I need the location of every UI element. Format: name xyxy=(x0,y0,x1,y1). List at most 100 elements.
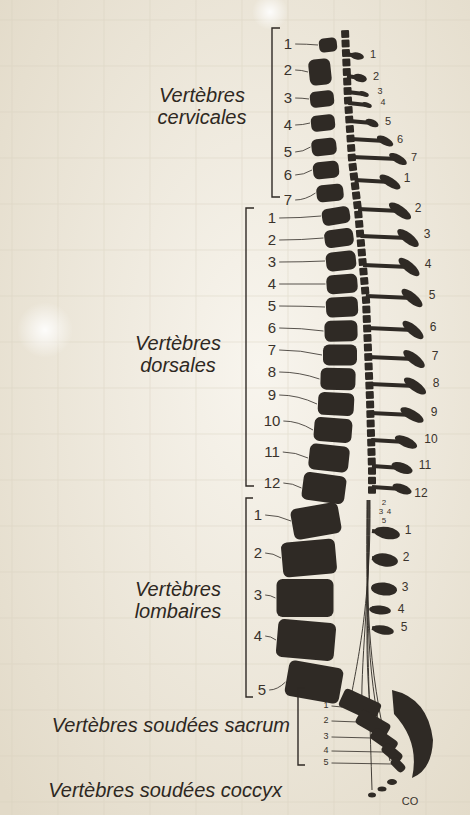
leader-line xyxy=(332,737,372,738)
vertebral-body xyxy=(325,296,358,318)
leader-line xyxy=(279,306,325,307)
vertebra-number: 5 xyxy=(258,682,266,699)
bracket xyxy=(298,688,305,765)
vertebral-body xyxy=(312,160,340,180)
leader-line xyxy=(295,44,318,45)
leader-line xyxy=(279,372,319,379)
vertebra-number: 2 xyxy=(284,62,292,79)
grid-line xyxy=(0,572,470,573)
vertebra-number: 6 xyxy=(268,320,276,337)
leader-line xyxy=(332,706,342,707)
grid-line xyxy=(0,388,470,389)
region-label: Vertèbres lombaires xyxy=(118,578,238,622)
nerve-number: 3 xyxy=(377,87,382,97)
nerve-number: 7 xyxy=(411,151,417,163)
leader-line xyxy=(265,553,281,558)
sacral-vertebra xyxy=(389,756,407,774)
grid-line xyxy=(0,20,470,21)
nerve-number: 5 xyxy=(429,289,436,302)
cord-segment xyxy=(366,391,374,399)
vertebra-number: 10 xyxy=(264,413,281,430)
vertebral-body xyxy=(290,502,343,541)
nerve-number: 8 xyxy=(433,377,440,390)
nerve-number: 2 xyxy=(373,70,379,82)
grid-line xyxy=(0,434,470,435)
nerve-number: 4 xyxy=(398,603,405,616)
vertebra-number: 5 xyxy=(323,758,328,768)
region-label: Vertèbres soudées sacrum xyxy=(52,714,290,736)
vertebral-body xyxy=(316,183,345,203)
nerve-number: 11 xyxy=(419,459,431,472)
cord-segment xyxy=(367,420,375,428)
region-label: Vertèbres cervicales xyxy=(142,84,262,128)
leader-line xyxy=(269,682,285,690)
spinous-process xyxy=(396,255,422,279)
vertebra-number: 12 xyxy=(264,475,281,492)
nerve-number: 4 xyxy=(425,258,432,271)
cord-segment xyxy=(363,315,371,323)
spinous-processes xyxy=(346,51,428,636)
vertebral-body xyxy=(317,392,354,417)
leader-line xyxy=(295,123,310,125)
vertebral-body xyxy=(321,205,351,226)
cord-segment xyxy=(359,267,368,275)
vertebra-number: 3 xyxy=(323,732,328,742)
leader-line xyxy=(295,70,308,72)
leader-line xyxy=(279,216,321,218)
cord-segment xyxy=(341,40,349,48)
leader-line xyxy=(279,261,325,262)
grid-line xyxy=(380,0,381,815)
leader-line xyxy=(283,452,308,458)
cord-segment xyxy=(366,401,374,409)
leader-line xyxy=(279,238,323,240)
leader-line xyxy=(332,751,383,752)
bracket xyxy=(272,28,280,197)
vertebra-number: 7 xyxy=(268,342,276,359)
cord-segment xyxy=(365,363,373,371)
nerve-number: 4 xyxy=(380,98,385,108)
nerve-number: 5 xyxy=(385,115,391,127)
coccyx-vertebra xyxy=(387,779,397,785)
vertebra-number: 6 xyxy=(284,167,292,184)
leader-line xyxy=(279,350,322,355)
vertebral-body xyxy=(325,250,357,272)
cord-segment xyxy=(354,210,363,218)
vertebral-body xyxy=(309,90,335,108)
grid-line xyxy=(0,204,470,205)
bracket xyxy=(246,498,253,697)
leader-line xyxy=(265,636,276,640)
vertebra-number: 1 xyxy=(268,210,276,227)
vertebral-body xyxy=(311,137,338,157)
spinous-process xyxy=(390,460,414,477)
grid-line xyxy=(426,0,427,815)
nerve-number: 6 xyxy=(430,321,437,334)
leader-line xyxy=(295,147,310,152)
spinous-process xyxy=(395,226,422,250)
vertebral-body xyxy=(281,538,338,578)
leader-line xyxy=(279,284,325,285)
cord-segment xyxy=(347,144,355,152)
vertebra-number: 3 xyxy=(284,90,292,107)
vertebra-number: 8 xyxy=(268,364,276,381)
nerve-number: 12 xyxy=(414,487,427,500)
cord-segment xyxy=(352,191,361,199)
nerve-number: 1 xyxy=(370,48,376,60)
spinous-process xyxy=(400,318,426,342)
nerve-number: 5 xyxy=(401,621,408,634)
nerve-number: 1 xyxy=(404,172,411,185)
cord-segment xyxy=(360,277,369,285)
leader-line xyxy=(295,170,312,175)
leader-line xyxy=(279,395,317,404)
cord-segment xyxy=(368,477,376,485)
nerve-number: 7 xyxy=(432,350,439,363)
vertebra-number: 7 xyxy=(284,192,292,209)
grid-line xyxy=(0,66,470,67)
leader-line xyxy=(283,421,313,430)
grid-line xyxy=(0,250,470,251)
cord-segment xyxy=(365,372,373,380)
spinous-process xyxy=(364,117,380,129)
nerve-number: 9 xyxy=(431,406,438,419)
cord-segment xyxy=(357,248,366,256)
grid-line xyxy=(0,480,470,481)
